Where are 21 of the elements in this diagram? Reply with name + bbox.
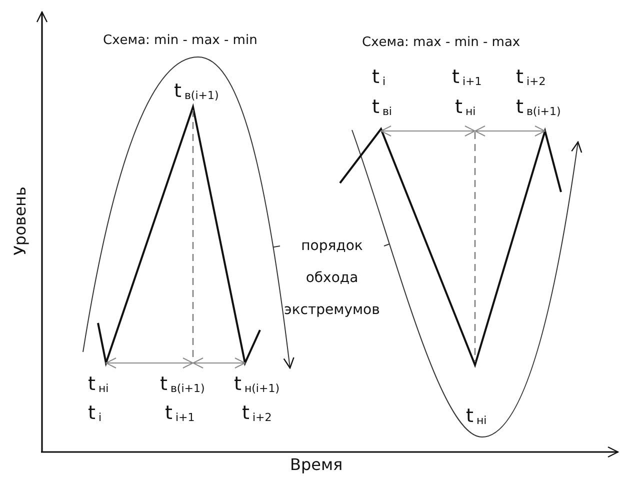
time-label: t$_{i+2}$ [242,402,272,426]
heading: Схема: max - min - max [362,34,520,52]
time-label: t$_{нi}$ [88,373,109,397]
time-label: t$_{в(i+1)}$ [160,373,205,397]
time-label: t$_{i+1}$ [452,66,482,90]
time-label: t$_{в(i+1)}$ [174,80,219,104]
time-label: t$_{н(i+1)}$ [234,373,280,397]
leader-line [272,246,280,248]
time-label: t$_{i+2}$ [516,66,546,90]
heading: Схема: min - max - min [103,32,258,50]
time-label: t$_{i+1}$ [165,402,195,426]
axis-label: Уровень [9,186,30,256]
time-label: t$_{в(i+1)}$ [516,96,561,120]
axis-label: Время [290,454,343,476]
time-label: t$_{нi}$ [466,405,487,429]
time-label: t$_{i}$ [372,66,386,90]
time-label: t$_{i}$ [88,402,102,426]
time-label: t$_{нi}$ [455,96,476,120]
leader-line [384,244,390,246]
note-text: порядок обхода экстремумов [280,230,384,326]
time-label: t$_{вi}$ [372,96,392,120]
